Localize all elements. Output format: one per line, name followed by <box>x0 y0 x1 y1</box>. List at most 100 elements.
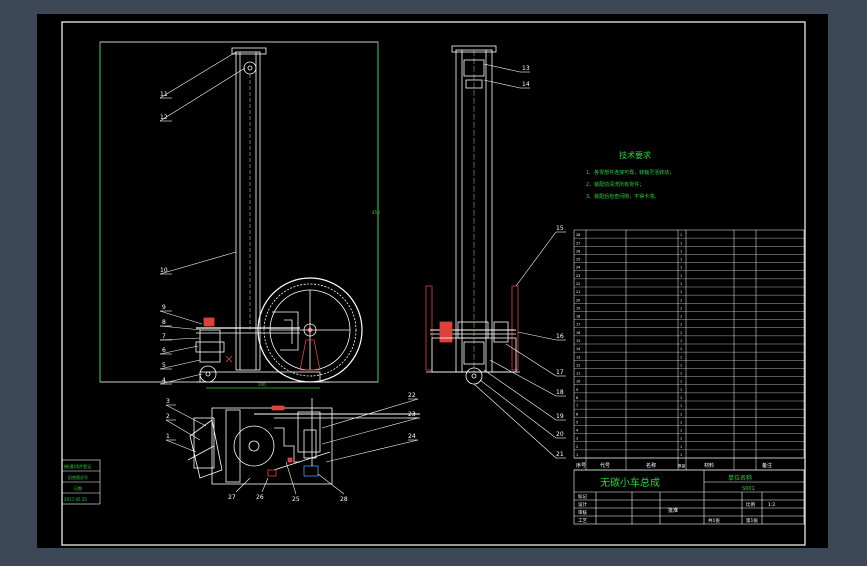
top-front-wheel <box>193 417 215 469</box>
unit-name: 单位名称 <box>728 474 752 482</box>
svg-text:450: 450 <box>372 210 380 215</box>
bom-row-qty: 1 <box>680 388 682 392</box>
front-wheel <box>199 365 217 383</box>
bom-row-qty: 1 <box>680 306 682 310</box>
bom-row-number: 17 <box>576 323 580 327</box>
top-view-callout-labels: 3 2 1 27 26 25 28 24 23 22 <box>166 392 416 503</box>
title-block <box>573 469 805 525</box>
callout-11: 11 <box>160 91 168 98</box>
callout-12: 12 <box>160 114 168 121</box>
left-stamp-text: 借(通)用件登记 旧底图总号 日期 2017.05.25 <box>64 463 91 502</box>
callout-3: 3 <box>166 398 170 405</box>
sheet-background <box>37 14 828 548</box>
bom-row-number: 7 <box>576 404 578 408</box>
side-left-wheel <box>425 285 433 371</box>
bom-row-qty: 1 <box>680 249 682 253</box>
title-block-border <box>573 469 805 525</box>
callout-8: 8 <box>162 319 166 326</box>
top-drive-wheel <box>233 425 275 467</box>
tech-requirement-3: 3、装配后检查间隙，不得卡滞。 <box>586 193 659 200</box>
bom-row-number: 23 <box>576 274 580 278</box>
bom-row-number: 1 <box>576 453 578 457</box>
side-mast-cap <box>451 45 497 53</box>
bom-row-qty: 1 <box>680 372 682 376</box>
bom-row-number: 5 <box>576 420 578 424</box>
bom-row-qty: 1 <box>680 437 682 441</box>
outer-border <box>61 21 806 546</box>
drawing-title: 无碳小车总成 <box>600 476 660 489</box>
bom-row-number: 12 <box>576 363 580 367</box>
bom-row-number: 22 <box>576 282 580 286</box>
bom-row-qty: 1 <box>680 282 682 286</box>
bom-row-number: 25 <box>576 258 580 262</box>
front-nut <box>203 317 215 327</box>
bom-row-number: 4 <box>576 429 578 433</box>
callout-13: 13 <box>522 65 530 72</box>
front-fork-block <box>199 329 221 363</box>
bom-row-qty: 1 <box>680 380 682 384</box>
bom-row-qty: 1 <box>680 339 682 343</box>
callout-24: 24 <box>408 433 416 440</box>
bom-row-qty: 1 <box>680 241 682 245</box>
callout-14: 14 <box>522 81 530 88</box>
row-label-review: 审核 <box>578 509 587 516</box>
stamp-line-1: 借(通)用件登记 <box>64 463 91 469</box>
bom-header-mat: 材料 <box>704 462 714 469</box>
front-view: 100 450 <box>99 41 380 389</box>
callout-23: 23 <box>408 411 416 418</box>
bom-row-qty: 1 <box>680 412 682 416</box>
bom-row-qty: 1 <box>680 331 682 335</box>
callout-7: 7 <box>162 333 166 340</box>
bom-row-number: 26 <box>576 249 580 253</box>
bom-row-number: 14 <box>576 347 580 351</box>
bom-row-number: 21 <box>576 290 580 294</box>
callout-16: 16 <box>556 333 564 340</box>
row-label-design: 设计 <box>578 501 587 508</box>
callout-4: 4 <box>162 377 166 384</box>
bom-row-number: 13 <box>576 355 580 359</box>
callout-27: 27 <box>228 494 236 501</box>
bom-row-number: 19 <box>576 306 580 310</box>
bom-row-number: 24 <box>576 266 580 270</box>
side-view-callout-labels: 13 14 15 16 17 18 19 20 21 <box>522 65 564 458</box>
bom-row-number: 15 <box>576 339 580 343</box>
side-right-wheel <box>511 285 519 371</box>
bom-header-code: 代号 <box>600 462 610 469</box>
bom-row-number: 8 <box>576 396 578 400</box>
scale-label: 比例 <box>746 501 755 508</box>
stamp-date: 2017.05.25 <box>64 497 87 502</box>
sheet-count: 共1张 <box>708 517 720 524</box>
bom-row-number: 20 <box>576 298 580 302</box>
bom-row-qty: 1 <box>680 420 682 424</box>
bom-row-number: 2 <box>576 445 578 449</box>
top-view <box>187 398 420 485</box>
bom-row-number: 9 <box>576 388 578 392</box>
mast-top-cap <box>231 47 267 55</box>
steering-linkage <box>274 427 300 463</box>
callout-26: 26 <box>256 494 264 501</box>
top-bearing-blue <box>303 465 319 477</box>
bom-row-number: 6 <box>576 412 578 416</box>
side-view <box>425 45 520 385</box>
callout-9: 9 <box>162 304 166 311</box>
bom-row-number: 18 <box>576 315 580 319</box>
tech-requirements: 技术要求 1、各零部件连接可靠，转轴灵活转动； 2、装配前清洗所有零件； 3、装… <box>586 150 674 200</box>
bom-row-number: 28 <box>576 233 580 237</box>
callout-28: 28 <box>340 496 348 503</box>
bom-row-qty: 1 <box>680 290 682 294</box>
red-brace <box>299 339 321 371</box>
approve-label: 批准 <box>668 507 678 514</box>
bom-row-qty: 1 <box>680 363 682 367</box>
callout-25: 25 <box>292 496 300 503</box>
bom-row-qty: 1 <box>680 347 682 351</box>
bom-row-qty: 1 <box>680 404 682 408</box>
bom-row-qty: 1 <box>680 274 682 278</box>
front-view-callouts <box>159 51 246 385</box>
top-gear-pair <box>297 411 321 453</box>
callout-22: 22 <box>408 392 416 399</box>
side-view-callouts <box>473 63 566 459</box>
bom-row-qty: 1 <box>680 258 682 262</box>
